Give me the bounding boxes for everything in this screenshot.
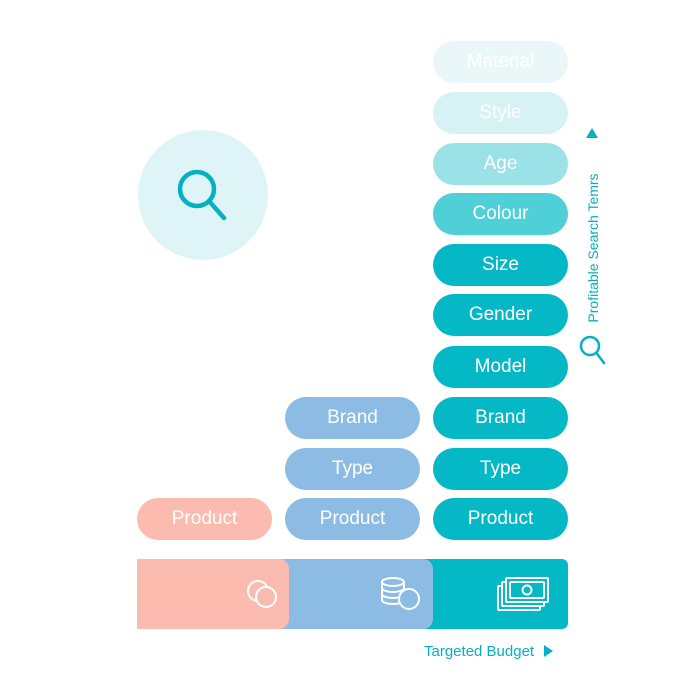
budget-bar-low (137, 559, 289, 629)
high-budget-pill-colour: Colour (433, 193, 568, 235)
high-budget-pill-age: Age (433, 143, 568, 185)
mid-budget-pill-type: Type (285, 448, 420, 490)
search-terms-axis: Profitable Search Temrs (578, 128, 608, 368)
high-budget-pill-brand: Brand (433, 397, 568, 439)
banknotes-icon (497, 577, 549, 611)
mid-budget-pill-product: Product (285, 498, 420, 540)
search-icon (177, 169, 227, 221)
arrow-right-icon (544, 645, 554, 657)
coin-stack-icon (381, 577, 420, 610)
search-badge (138, 130, 268, 260)
high-budget-pill-product: Product (433, 498, 568, 540)
search-icon (579, 335, 606, 365)
high-budget-pill-size: Size (433, 244, 568, 286)
arrow-up-icon (586, 128, 598, 138)
coins-icon (247, 580, 277, 608)
mid-budget-pill-brand: Brand (285, 397, 420, 439)
high-budget-pill-style: Style (433, 92, 568, 134)
high-budget-pill-model: Model (433, 346, 568, 388)
high-budget-pill-material: Material (433, 41, 568, 83)
high-budget-pill-type: Type (433, 448, 568, 490)
low-budget-pill-product: Product (137, 498, 272, 540)
budget-axis-text: Targeted Budget (424, 642, 535, 660)
high-budget-pill-gender: Gender (433, 294, 568, 336)
budget-bar-high (415, 559, 568, 629)
budget-axis-label: Targeted Budget (424, 640, 554, 662)
search-terms-axis-label: Profitable Search Temrs (585, 173, 601, 323)
budget-bar-mid (276, 559, 433, 629)
